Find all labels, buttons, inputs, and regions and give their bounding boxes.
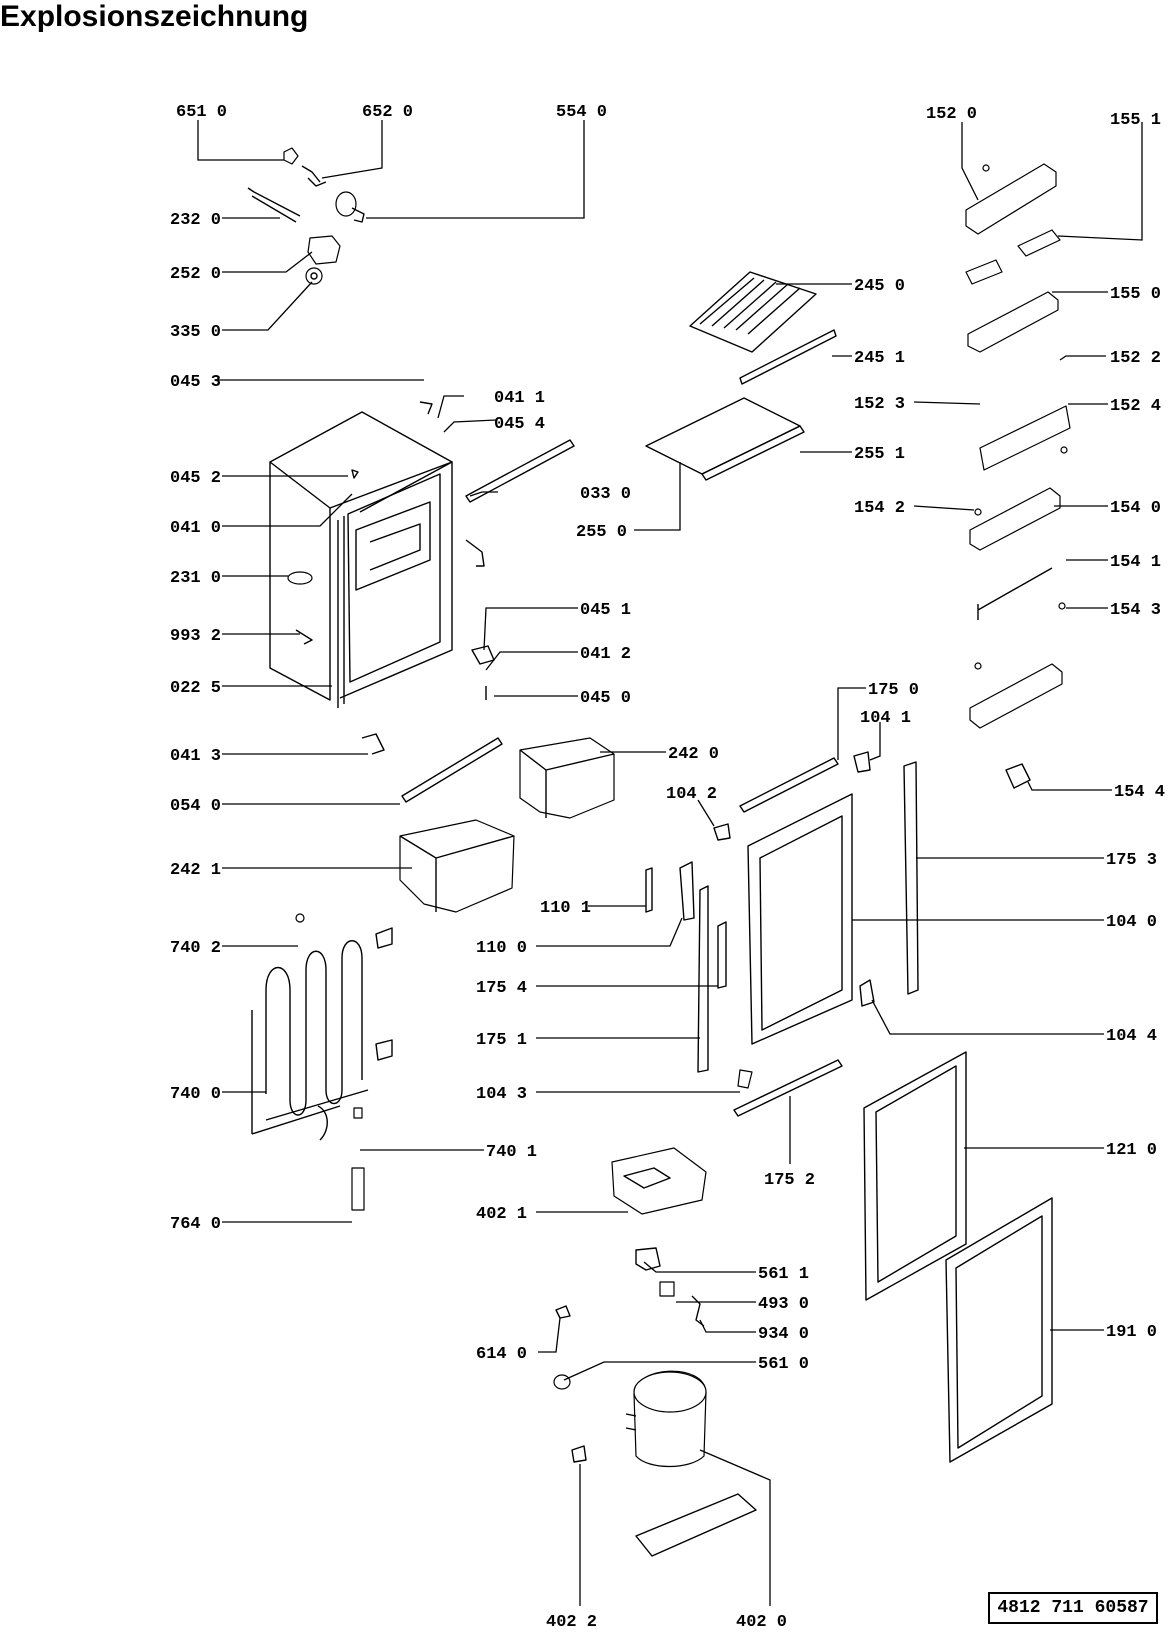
label-402-1: 402 1: [476, 1205, 527, 1224]
label-152-3: 152 3: [854, 395, 905, 414]
part-number-labels: 651 0 652 0 554 0 232 0 252 0 335 0 045 …: [170, 103, 1165, 1632]
label-104-4: 104 4: [1106, 1027, 1157, 1046]
label-402-0: 402 0: [736, 1613, 787, 1632]
label-033-0: 033 0: [580, 485, 631, 504]
label-041-2: 041 2: [580, 645, 631, 664]
label-121-0: 121 0: [1106, 1141, 1157, 1160]
label-255-0: 255 0: [576, 523, 627, 542]
label-614-0: 614 0: [476, 1345, 527, 1364]
right-side-door-shelves: [645, 163, 1071, 729]
label-335-0: 335 0: [170, 323, 221, 342]
label-154-4: 154 4: [1114, 783, 1165, 802]
label-154-3: 154 3: [1110, 601, 1161, 620]
label-104-2: 104 2: [666, 785, 717, 804]
label-045-3: 045 3: [170, 373, 221, 392]
label-152-2: 152 2: [1110, 349, 1161, 368]
label-104-1: 104 1: [860, 709, 911, 728]
label-493-0: 493 0: [758, 1295, 809, 1314]
label-152-0: 152 0: [926, 105, 977, 124]
label-245-1: 245 1: [854, 349, 905, 368]
door-frame-parts: [645, 751, 1031, 1117]
label-740-2: 740 2: [170, 939, 221, 958]
label-154-2: 154 2: [854, 499, 905, 518]
label-175-3: 175 3: [1106, 851, 1157, 870]
label-764-0: 764 0: [170, 1215, 221, 1234]
inner-door-panels: [863, 1051, 1053, 1463]
label-740-0: 740 0: [170, 1085, 221, 1104]
compressor-group: [553, 1147, 757, 1557]
label-242-0: 242 0: [668, 745, 719, 764]
label-175-0: 175 0: [868, 681, 919, 700]
label-041-0: 041 0: [170, 519, 221, 538]
label-175-4: 175 4: [476, 979, 527, 998]
label-022-5: 022 5: [170, 679, 221, 698]
label-740-1: 740 1: [486, 1143, 537, 1162]
label-255-1: 255 1: [854, 445, 905, 464]
label-245-0: 245 0: [854, 277, 905, 296]
thermostat-group: [247, 147, 365, 285]
label-934-0: 934 0: [758, 1325, 809, 1344]
label-652-0: 652 0: [362, 103, 413, 122]
label-651-0: 651 0: [176, 103, 227, 122]
label-402-2: 402 2: [546, 1613, 597, 1632]
label-154-1: 154 1: [1110, 553, 1161, 572]
label-232-0: 232 0: [170, 211, 221, 230]
label-045-4: 045 4: [494, 415, 545, 434]
label-561-0: 561 0: [758, 1355, 809, 1374]
label-175-2: 175 2: [764, 1171, 815, 1190]
label-041-1: 041 1: [494, 389, 545, 408]
label-155-0: 155 0: [1110, 285, 1161, 304]
label-041-3: 041 3: [170, 747, 221, 766]
label-110-0: 110 0: [476, 939, 527, 958]
label-242-1: 242 1: [170, 861, 221, 880]
label-561-1: 561 1: [758, 1265, 809, 1284]
label-110-1: 110 1: [540, 899, 591, 918]
label-231-0: 231 0: [170, 569, 221, 588]
label-152-4: 152 4: [1110, 397, 1161, 416]
label-045-1: 045 1: [580, 601, 631, 620]
page-title: Explosionszeichnung: [0, 0, 309, 33]
label-045-0: 045 0: [580, 689, 631, 708]
label-191-0: 191 0: [1106, 1323, 1157, 1342]
label-054-0: 054 0: [170, 797, 221, 816]
crisper-drawers: [399, 737, 615, 913]
label-993-2: 993 2: [170, 627, 221, 646]
label-175-1: 175 1: [476, 1031, 527, 1050]
label-252-0: 252 0: [170, 265, 221, 284]
label-155-1: 155 1: [1110, 111, 1161, 130]
shelves-and-brackets: [361, 439, 575, 803]
cabinet: [269, 401, 453, 708]
label-554-0: 554 0: [556, 103, 607, 122]
leader-lines: [197, 120, 1143, 1606]
label-104-0: 104 0: [1106, 913, 1157, 932]
document-number-box: 4812 711 60587: [988, 1592, 1158, 1624]
condenser: [251, 913, 393, 1211]
label-154-0: 154 0: [1110, 499, 1161, 518]
label-104-3: 104 3: [476, 1085, 527, 1104]
label-045-2: 045 2: [170, 469, 221, 488]
